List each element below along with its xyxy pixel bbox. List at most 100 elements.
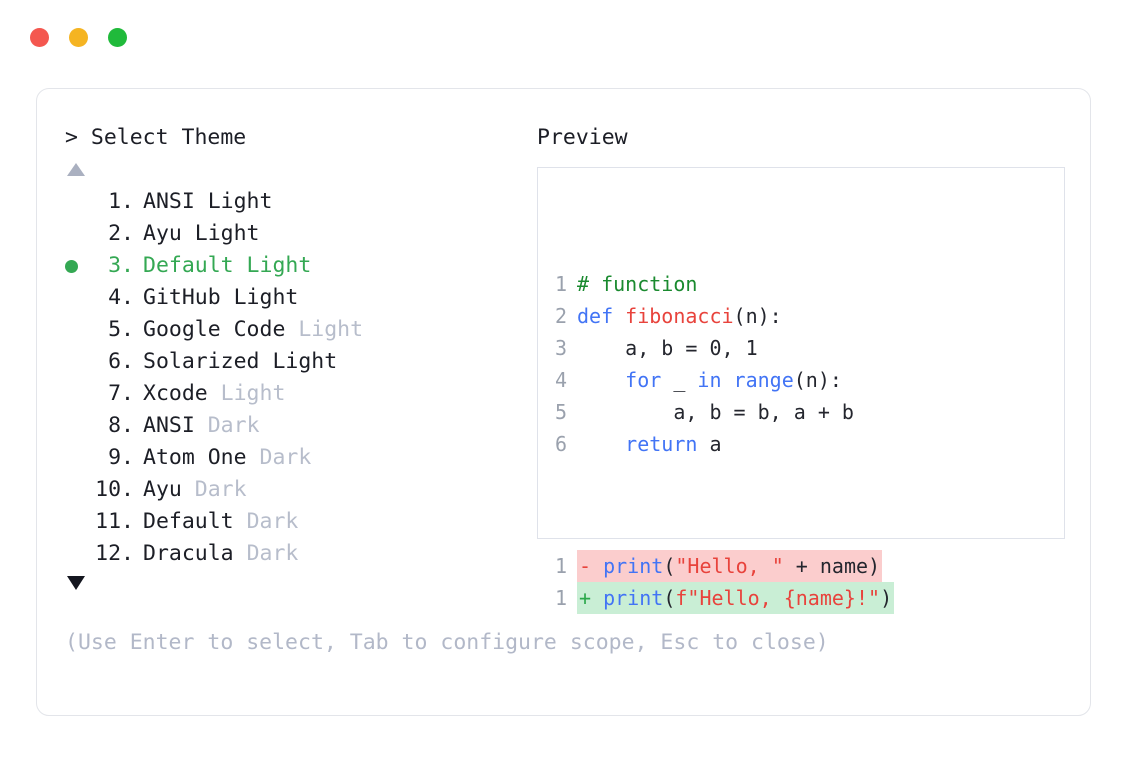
bullet-placeholder <box>65 548 78 561</box>
code-token: # function <box>577 272 698 296</box>
theme-item-name: GitHub Light <box>143 285 299 310</box>
theme-list[interactable]: 1.ANSI Light 2.Ayu Light 3.Default Light… <box>65 186 535 570</box>
scroll-up-icon[interactable] <box>67 163 85 176</box>
theme-list-item[interactable]: 10.Ayu Dark <box>65 474 535 506</box>
theme-selector-card: > Select Theme 1.ANSI Light 2.Ayu Light … <box>36 88 1091 716</box>
bullet-placeholder <box>65 324 78 337</box>
theme-item-name: Xcode <box>143 381 221 406</box>
theme-item-name: Atom One <box>143 445 260 470</box>
code-token: ( <box>663 554 676 578</box>
code-line-number: 2 <box>555 304 568 328</box>
theme-item-variant: Dark <box>246 509 299 534</box>
theme-item-number: 12. <box>95 541 134 566</box>
selection-bullet-cell <box>65 228 95 241</box>
code-line-number: 1 <box>555 272 568 296</box>
code-token: fibonacci <box>625 304 734 328</box>
theme-item-number: 1. <box>95 189 134 214</box>
code-line: 1 # function <box>555 268 894 300</box>
theme-list-item[interactable]: 11.Default Dark <box>65 506 535 538</box>
theme-item-number: 8. <box>95 413 134 438</box>
diff-plus-sign: + <box>579 586 604 610</box>
code-token <box>577 368 625 392</box>
theme-list-item[interactable]: 1.ANSI Light <box>65 186 535 218</box>
theme-item-variant: Light <box>298 317 364 342</box>
code-line: 2 def fibonacci(n): <box>555 300 894 332</box>
code-token: a <box>697 432 722 456</box>
theme-list-item[interactable]: 12.Dracula Dark <box>65 538 535 570</box>
code-token: def <box>577 304 626 328</box>
diff-removed-line: 1 - print("Hello, " + name) <box>555 550 894 582</box>
bullet-placeholder <box>65 420 78 433</box>
code-token: _ <box>661 368 698 392</box>
theme-item-number: 7. <box>95 381 134 406</box>
diff-line-number: 1 <box>555 554 568 578</box>
theme-list-item[interactable]: 3.Default Light <box>65 250 535 282</box>
code-token: "Hello, " <box>675 554 784 578</box>
code-line-number: 5 <box>555 400 568 424</box>
bullet-placeholder <box>65 228 78 241</box>
code-token: return <box>625 432 698 456</box>
theme-item-name: Solarized Light <box>143 349 338 374</box>
close-button[interactable] <box>30 28 49 47</box>
selection-bullet-cell <box>65 388 95 401</box>
theme-item-number: 3. <box>95 253 134 278</box>
theme-item-number: 2. <box>95 221 134 246</box>
bullet-placeholder <box>65 292 78 305</box>
theme-item-name: Default <box>143 509 247 534</box>
minimize-button[interactable] <box>69 28 88 47</box>
window-titlebar <box>30 28 127 47</box>
scroll-down-icon[interactable] <box>67 576 85 590</box>
theme-item-variant: Dark <box>194 477 247 502</box>
code-token: ( <box>663 586 676 610</box>
code-token: in <box>697 368 734 392</box>
theme-item-number: 9. <box>95 445 134 470</box>
diff-line-number: 1 <box>555 586 568 610</box>
code-token: ) <box>868 554 881 578</box>
theme-list-item[interactable]: 5.Google Code Light <box>65 314 535 346</box>
theme-item-number: 5. <box>95 317 134 342</box>
bullet-placeholder <box>65 388 78 401</box>
maximize-button[interactable] <box>108 28 127 47</box>
bullet-placeholder <box>65 196 78 209</box>
selection-bullet-cell <box>65 548 95 561</box>
selection-bullet-cell <box>65 259 95 273</box>
selected-bullet-icon <box>65 259 78 273</box>
code-line-text: def fibonacci(n): <box>577 300 782 332</box>
code-line-number: 4 <box>555 368 568 392</box>
code-token: a, b = 0, 1 <box>577 336 758 360</box>
theme-list-item[interactable]: 9.Atom One Dark <box>65 442 535 474</box>
code-line-text: return a <box>577 428 722 460</box>
selection-bullet-cell <box>65 420 95 433</box>
theme-item-name: ANSI <box>143 413 208 438</box>
theme-list-item[interactable]: 7. Xcode Light <box>65 378 535 410</box>
code-token: print <box>603 554 664 578</box>
code-token: (n): <box>793 368 842 392</box>
code-token: for <box>625 368 662 392</box>
diff-line-text: + print(f"Hello, {name}!") <box>577 582 895 614</box>
card-columns: > Select Theme 1.ANSI Light 2.Ayu Light … <box>37 89 1090 715</box>
theme-item-number: 4. <box>95 285 134 310</box>
selection-bullet-cell <box>65 516 95 529</box>
selection-bullet-cell <box>65 484 95 497</box>
selection-bullet-cell <box>65 356 95 369</box>
theme-item-variant: Light <box>220 381 286 406</box>
code-token: (n): <box>733 304 782 328</box>
diff-line-text: - print("Hello, " + name) <box>577 550 883 582</box>
theme-list-item[interactable]: 2.Ayu Light <box>65 218 535 250</box>
bullet-placeholder <box>65 452 78 465</box>
theme-list-item[interactable]: 4. GitHub Light <box>65 282 535 314</box>
code-line: 5 a, b = b, a + b <box>555 396 894 428</box>
code-line-text: a, b = b, a + b <box>577 396 854 428</box>
theme-item-number: 10. <box>95 477 134 502</box>
theme-list-item[interactable]: 6. Solarized Light <box>65 346 535 378</box>
code-token: + name <box>783 554 869 578</box>
theme-item-number: 6. <box>95 349 134 374</box>
diff-added-line: 1 + print(f"Hello, {name}!") <box>555 582 895 614</box>
theme-list-item[interactable]: 8.ANSI Dark <box>65 410 535 442</box>
code-token <box>577 432 625 456</box>
select-theme-prompt: > Select Theme <box>65 125 247 150</box>
